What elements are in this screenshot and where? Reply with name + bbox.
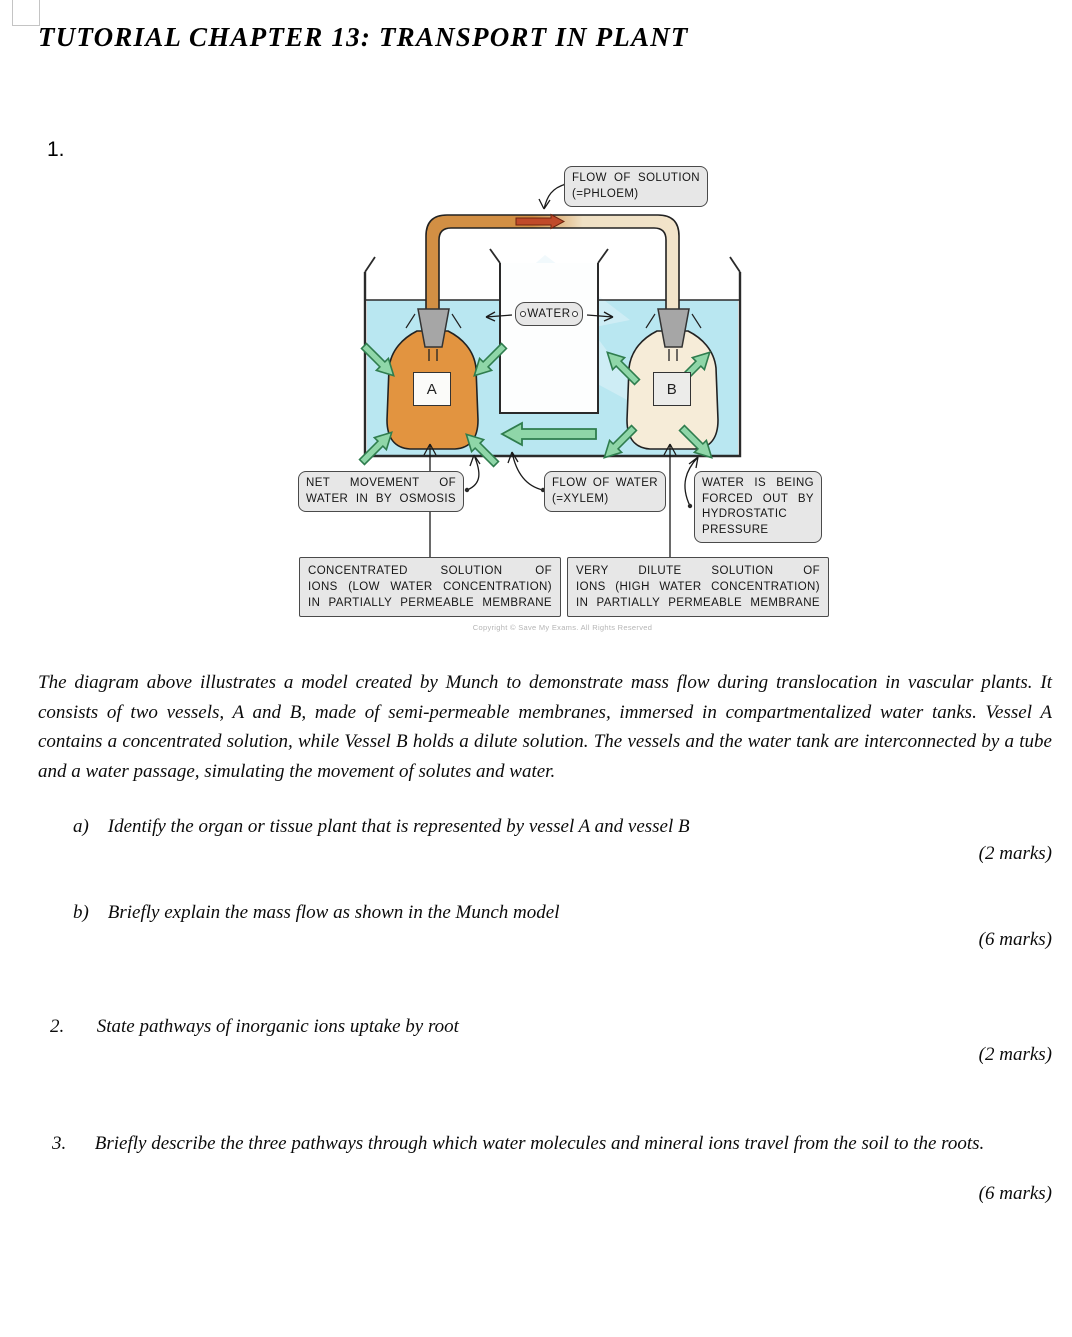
label-dilute-solution: VERY DILUTE SOLUTION OF IONS (HIGH WATER… xyxy=(567,557,829,617)
tank-divider xyxy=(500,263,598,413)
question-1a-label: a) xyxy=(73,816,89,837)
pill-dot-icon xyxy=(572,311,578,317)
divider-outline xyxy=(499,263,599,414)
label-line: WATER IS BEING xyxy=(702,477,814,489)
pill-dot-icon xyxy=(520,311,526,317)
label-line: HYDROSTATIC xyxy=(702,508,788,520)
divider-rim-ticks xyxy=(489,248,609,264)
label-line: IONS (HIGH WATER CONCENTRATION) xyxy=(576,581,820,593)
question-1a-text: Identify the organ or tissue plant that … xyxy=(107,816,690,837)
tank-rim-ticks xyxy=(364,256,741,273)
question-1b-marks: (6 marks) xyxy=(978,929,1052,950)
label-line: IONS (LOW WATER CONCENTRATION) xyxy=(308,581,552,593)
tank-outline xyxy=(363,272,742,458)
label-line: PRESSURE xyxy=(702,523,769,536)
label-line: WATER IN BY OSMOSIS xyxy=(306,492,456,505)
question-1b-label: b) xyxy=(73,902,89,923)
question-2: 2. State pathways of inorganic ions upta… xyxy=(50,1016,459,1038)
question-1-number: 1. xyxy=(47,138,65,161)
label-water: WATER xyxy=(515,302,583,326)
question-2-number: 2. xyxy=(50,1016,65,1037)
vessel-b-tag: B xyxy=(653,372,691,406)
question-3-number: 3. xyxy=(52,1133,67,1154)
page-title: TUTORIAL CHAPTER 13: TRANSPORT IN PLANT xyxy=(38,22,689,52)
label-forced-out: WATER IS BEING FORCED OUT BY HYDROSTATIC… xyxy=(694,471,822,543)
page-corner-artifact xyxy=(12,0,40,26)
question-2-marks: (2 marks) xyxy=(978,1044,1052,1065)
label-line: FLOW OF SOLUTION xyxy=(572,172,700,184)
label-line: NET MOVEMENT OF xyxy=(306,477,456,489)
label-line: IN PARTIALLY PERMEABLE MEMBRANE xyxy=(576,597,820,609)
intro-paragraph: The diagram above illustrates a model cr… xyxy=(38,672,1052,782)
question-1b: b) Briefly explain the mass flow as show… xyxy=(73,902,559,924)
label-line: (=XYLEM) xyxy=(552,492,609,505)
label-line: CONCENTRATED SOLUTION OF xyxy=(308,565,552,577)
question-1a: a) Identify the organ or tissue plant th… xyxy=(73,816,690,838)
label-flow-of-water: FLOW OF WATER (=XYLEM) xyxy=(544,471,666,512)
label-line: (=PHLOEM) xyxy=(572,187,639,200)
label-line: FLOW OF WATER xyxy=(552,477,658,489)
label-line: FORCED OUT BY xyxy=(702,492,814,505)
question-1a-marks: (2 marks) xyxy=(978,843,1052,864)
water-flow-left-arrow xyxy=(500,421,597,447)
water-label-text: WATER xyxy=(527,308,571,320)
question-2-text: State pathways of inorganic ions uptake … xyxy=(96,1016,459,1037)
label-line: VERY DILUTE SOLUTION OF xyxy=(576,565,820,577)
question-3-marks: (6 marks) xyxy=(978,1183,1052,1204)
label-concentrated-solution: CONCENTRATED SOLUTION OF IONS (LOW WATER… xyxy=(299,557,561,617)
label-net-movement: NET MOVEMENT OF WATER IN BY OSMOSIS xyxy=(298,471,464,512)
vessel-a-tag: A xyxy=(413,372,451,406)
copyright-notice: Copyright © Save My Exams. All Rights Re… xyxy=(472,623,653,632)
solution-flow-arrow xyxy=(515,213,566,230)
question-1b-text: Briefly explain the mass flow as shown i… xyxy=(107,902,560,923)
question-3-text: Briefly describe the three pathways thro… xyxy=(94,1133,985,1154)
question-3: 3. Briefly describe the three pathways t… xyxy=(52,1133,1032,1155)
label-line: IN PARTIALLY PERMEABLE MEMBRANE xyxy=(308,597,552,609)
label-flow-of-solution: FLOW OF SOLUTION (=PHLOEM) xyxy=(564,166,708,207)
